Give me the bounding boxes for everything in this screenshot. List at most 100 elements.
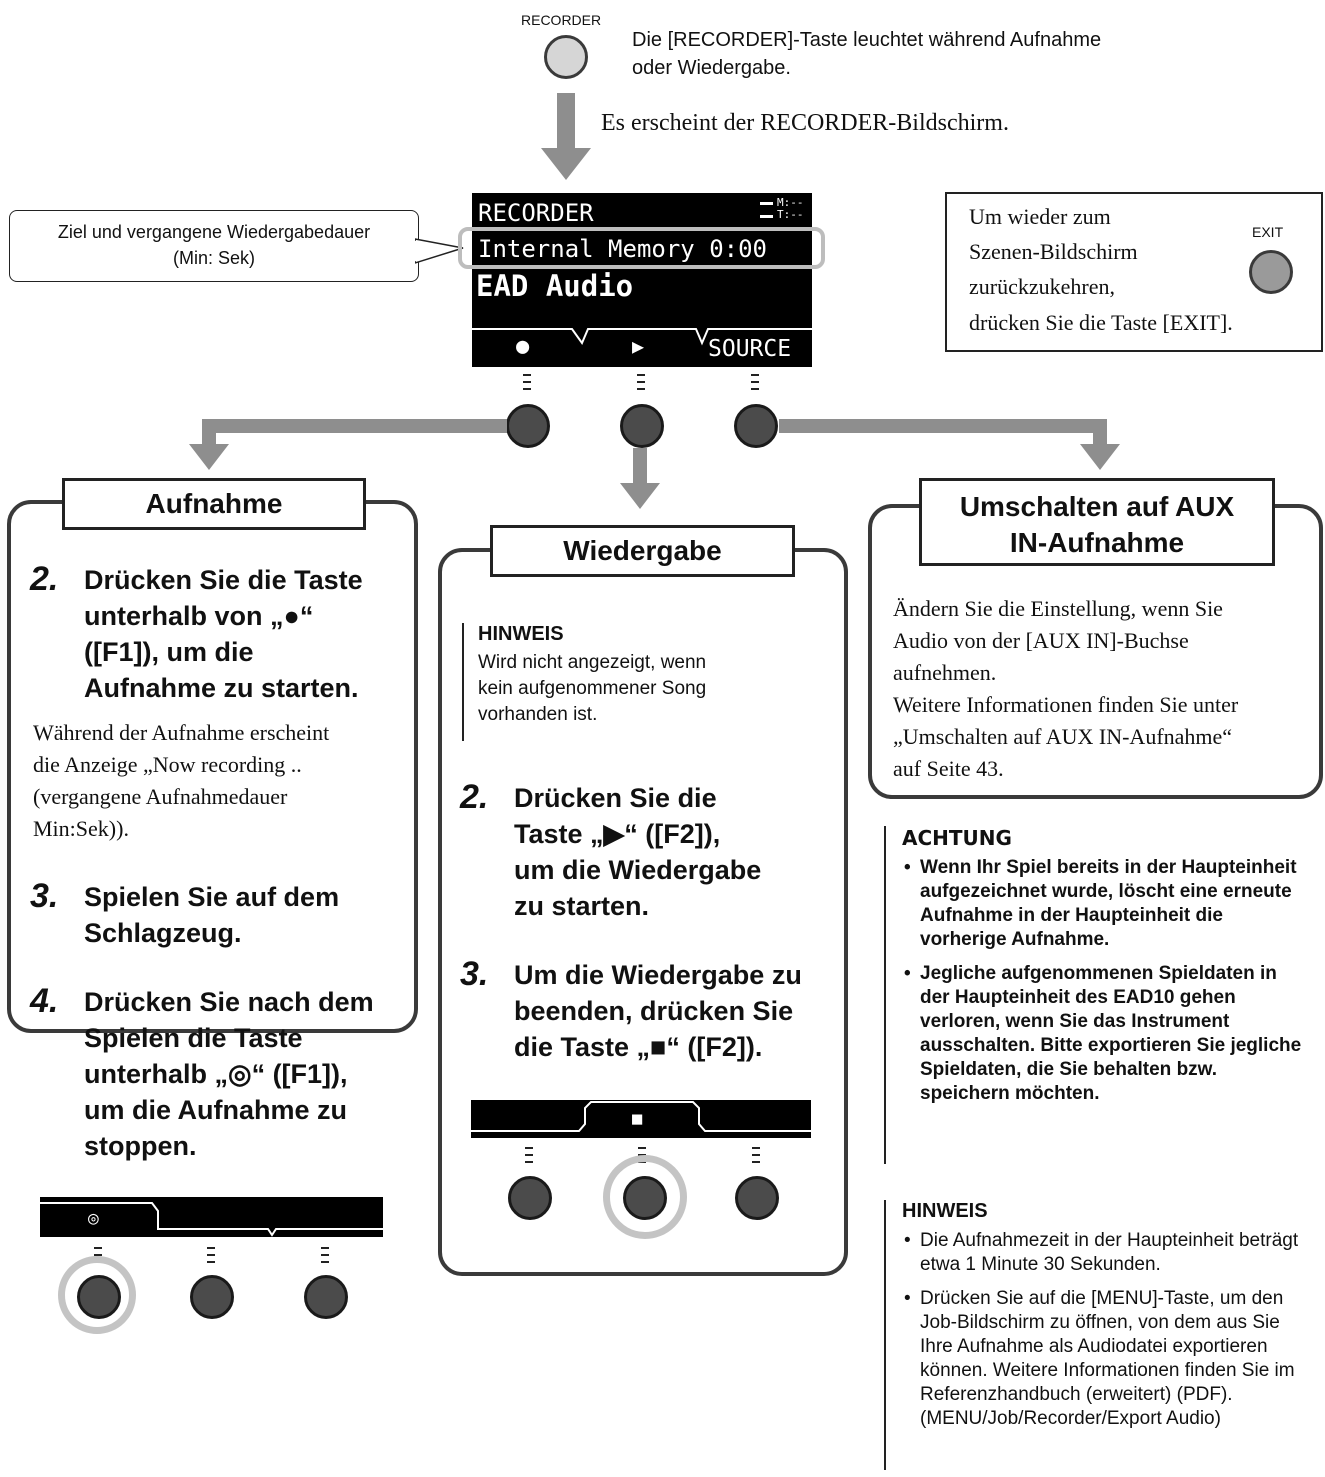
stop-record-symbol: ◎ — [88, 1208, 99, 1229]
step-text: Spielen Sie auf dem Schlagzeug. — [84, 879, 424, 951]
callout-line1: Ziel und vergangene Wiedergabedauer — [57, 222, 371, 242]
aufnahme-mini-lcd: ◎ — [40, 1197, 383, 1237]
connector-right-h — [779, 419, 1107, 433]
recorder-button[interactable] — [544, 35, 588, 79]
arrow-shaft-top — [557, 93, 575, 150]
aufnahme-f3-button[interactable] — [304, 1275, 348, 1319]
f3-button[interactable] — [734, 404, 778, 448]
step-text: Drücken Sie nach dem Spielen die Taste u… — [84, 984, 424, 1164]
achtung-item: Jegliche aufgenommenen Spieldaten in der… — [902, 962, 1308, 1106]
aux-title-line2: IN-Aufnahme — [1009, 527, 1185, 558]
aux-line: auf Seite 43. — [893, 756, 1004, 781]
step-text: Um die Wiedergabe zu beenden, drücken Si… — [514, 957, 834, 1065]
lcd-highlight-frame — [458, 227, 825, 269]
hint-line: Wird nicht angezeigt, wenn — [478, 652, 707, 673]
hinweis-item: Die Aufnahmezeit in der Haupteinheit bet… — [902, 1229, 1308, 1277]
wiedergabe-f1-button[interactable] — [508, 1176, 552, 1220]
wiedergabe-f2-button[interactable] — [623, 1176, 667, 1220]
exit-line1: Um wieder zum — [969, 204, 1111, 229]
step-line: ([F1]), um die — [84, 637, 254, 667]
aufnahme-title: Aufnahme — [62, 478, 366, 530]
step-line: unterhalb „◎“ ([F1]), — [84, 1059, 348, 1089]
lcd-memory-line: Internal Memory 0:00 — [478, 235, 767, 263]
lcd-title: RECORDER — [478, 199, 594, 227]
step-number: 3. — [30, 877, 59, 915]
step-line: Taste „▶“ ([F2]), — [514, 819, 721, 849]
connector-mid-v — [633, 448, 647, 484]
lcd-f2-play-symbol: ▶ — [632, 334, 645, 358]
achtung-block: ACHTUNG Wenn Ihr Spiel bereits in der Ha… — [884, 826, 1308, 1164]
callout-line2: (Min: Sek) — [172, 248, 255, 268]
hinweis-item: Drücken Sie auf die [MENU]-Taste, um den… — [902, 1287, 1308, 1431]
aux-title-line1: Umschalten auf AUX — [959, 491, 1235, 522]
aux-line: aufnehmen. — [893, 660, 997, 685]
hint-line: vorhanden ist. — [478, 704, 598, 725]
step-text: Drücken Sie die Taste unterhalb von „●“ … — [84, 562, 424, 706]
lcd-screen: RECORDER M:-- T:-- Internal Memory 0:00 … — [472, 193, 812, 367]
stop-symbol: ■ — [632, 1109, 643, 1129]
hint-line: kein aufgenommener Song — [478, 678, 707, 699]
battery-icon — [760, 202, 773, 218]
aux-title: Umschalten auf AUX IN-Aufnahme — [919, 478, 1275, 566]
achtung-heading: ACHTUNG — [902, 826, 1012, 850]
hinweis-heading: HINWEIS — [902, 1200, 988, 1222]
exit-box: Um wieder zum Szenen-Bildschirm zurückzu… — [945, 192, 1323, 352]
connector-left-head — [189, 444, 229, 470]
hinweis-block: HINWEIS Die Aufnahmezeit in der Hauptein… — [884, 1200, 1308, 1470]
highlight-ring — [58, 1256, 136, 1334]
step-line: Spielen Sie auf dem — [84, 882, 340, 912]
f2-button[interactable] — [620, 404, 664, 448]
step-number: 4. — [30, 982, 59, 1020]
lcd-status-t: T:-- — [777, 208, 804, 221]
aufnahme-description: Während der Aufnahme erscheint die Anzei… — [33, 717, 403, 845]
desc-line: Min:Sek)). — [33, 816, 129, 841]
achtung-list: Wenn Ihr Spiel bereits in der Haupteinhe… — [902, 856, 1308, 1106]
exit-button[interactable] — [1249, 250, 1293, 294]
aufnahme-f1-button[interactable] — [77, 1275, 121, 1319]
step-line: Drücken Sie die Taste — [84, 565, 363, 595]
lcd-song-name: EAD Audio — [476, 269, 634, 303]
step-line: beenden, drücken Sie — [514, 996, 794, 1026]
connector-left-h — [202, 419, 507, 433]
wiedergabe-hint: HINWEIS Wird nicht angezeigt, wenn kein … — [462, 623, 706, 741]
lcd-f1-record-symbol: ● — [516, 334, 530, 359]
aufnahme-f2-button[interactable] — [190, 1275, 234, 1319]
connector-left-v — [202, 419, 216, 445]
step-line: Aufnahme zu starten. — [84, 673, 359, 703]
aux-line: „Umschalten auf AUX IN-Aufnahme“ — [893, 724, 1233, 749]
step-line: Spielen die Taste — [84, 1023, 303, 1053]
aux-body: Ändern Sie die Einstellung, wenn Sie Aud… — [893, 593, 1238, 785]
aux-line: Audio von der [AUX IN]-Buchse — [893, 628, 1189, 653]
connector-right-v — [1093, 419, 1107, 445]
mini-lcd-lines — [40, 1197, 383, 1237]
wiedergabe-f3-button[interactable] — [735, 1176, 779, 1220]
achtung-item: Wenn Ihr Spiel bereits in der Haupteinhe… — [902, 856, 1308, 952]
f1-button[interactable] — [506, 404, 550, 448]
recorder-desc: Die [RECORDER]-Taste leuchtet während Au… — [632, 26, 1101, 82]
lcd-f3-source: SOURCE — [708, 336, 792, 362]
callout-pointer — [415, 238, 464, 264]
step-line: zu starten. — [514, 891, 650, 921]
desc-line: (vergangene Aufnahmedauer — [33, 784, 288, 809]
step-line: Um die Wiedergabe zu — [514, 960, 802, 990]
step-line: um die Wiedergabe — [514, 855, 762, 885]
mini-lcd-lines — [471, 1101, 811, 1132]
connector-right-head — [1080, 444, 1120, 470]
aux-line: Ändern Sie die Einstellung, wenn Sie — [893, 596, 1223, 621]
recorder-desc-line2: oder Wiedergabe. — [632, 57, 791, 79]
exit-line3: zurückzukehren, — [969, 274, 1115, 299]
step-number: 3. — [460, 955, 489, 993]
hint-heading: HINWEIS — [478, 623, 564, 645]
arrow-head-top — [541, 148, 591, 180]
appears-text: Es erscheint der RECORDER-Bildschirm. — [601, 110, 1009, 136]
step-line: Drücken Sie nach dem — [84, 987, 374, 1017]
step-text: Drücken Sie die Taste „▶“ ([F2]), um die… — [514, 780, 834, 924]
recorder-label: RECORDER — [521, 12, 602, 28]
desc-line: Während der Aufnahme erscheint — [33, 720, 330, 745]
exit-label: EXIT — [1252, 224, 1284, 240]
connector-mid-head — [620, 483, 660, 509]
exit-line2: Szenen-Bildschirm — [969, 239, 1138, 264]
step-line: Drücken Sie die — [514, 783, 717, 813]
step-line: unterhalb von „●“ — [84, 601, 314, 631]
highlight-ring — [603, 1155, 687, 1239]
